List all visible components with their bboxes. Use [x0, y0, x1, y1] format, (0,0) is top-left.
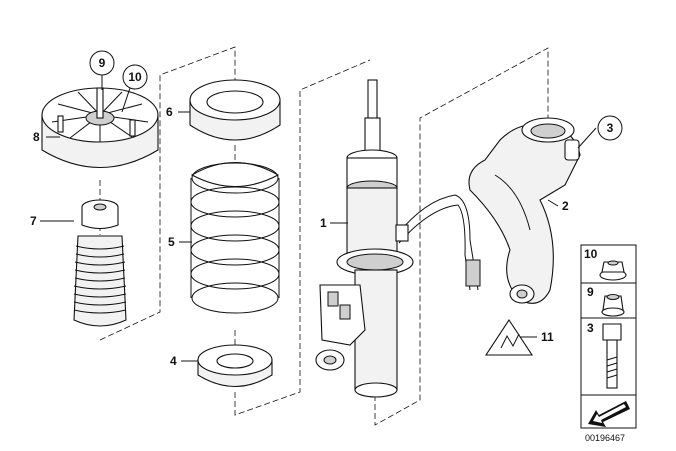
- callout-7: 7: [30, 214, 37, 228]
- callout-9: 9: [89, 50, 115, 76]
- legend-item-3: 3: [587, 321, 594, 335]
- callout-3: 3: [597, 115, 623, 141]
- shock-absorber-part-1: [315, 79, 481, 398]
- svg-text:9: 9: [99, 56, 106, 70]
- callout-2: 2: [562, 199, 569, 213]
- callout-10: 10: [122, 64, 148, 90]
- legend-item-10: 10: [584, 247, 598, 261]
- callout-4: 4: [170, 354, 177, 368]
- hex-bolt-icon: [602, 323, 622, 389]
- svg-text:10: 10: [128, 70, 142, 84]
- top-mount-part-8: [41, 87, 159, 169]
- hex-nut-icon: [601, 294, 625, 317]
- svg-text:3: 3: [607, 121, 614, 135]
- callout-8: 8: [33, 130, 40, 144]
- dust-boot-part-7: [73, 199, 127, 327]
- fastener-legend: 10 9 3 00196467: [580, 244, 637, 443]
- callout-1: 1: [320, 216, 327, 230]
- steering-knuckle-part-2: [468, 117, 581, 304]
- document-number: 00196467: [585, 433, 625, 443]
- coil-spring-part-5: [190, 161, 280, 314]
- legend-item-9: 9: [587, 285, 594, 299]
- callout-leaders: [40, 75, 597, 362]
- upper-spring-seat-part-6: [189, 79, 281, 141]
- flange-nut-icon: [599, 260, 627, 281]
- direction-arrow-icon: [588, 401, 630, 427]
- callout-11: 11: [541, 330, 554, 344]
- callout-5: 5: [168, 235, 175, 249]
- lower-spring-seat-part-4: [197, 344, 273, 388]
- callout-6: 6: [166, 105, 173, 119]
